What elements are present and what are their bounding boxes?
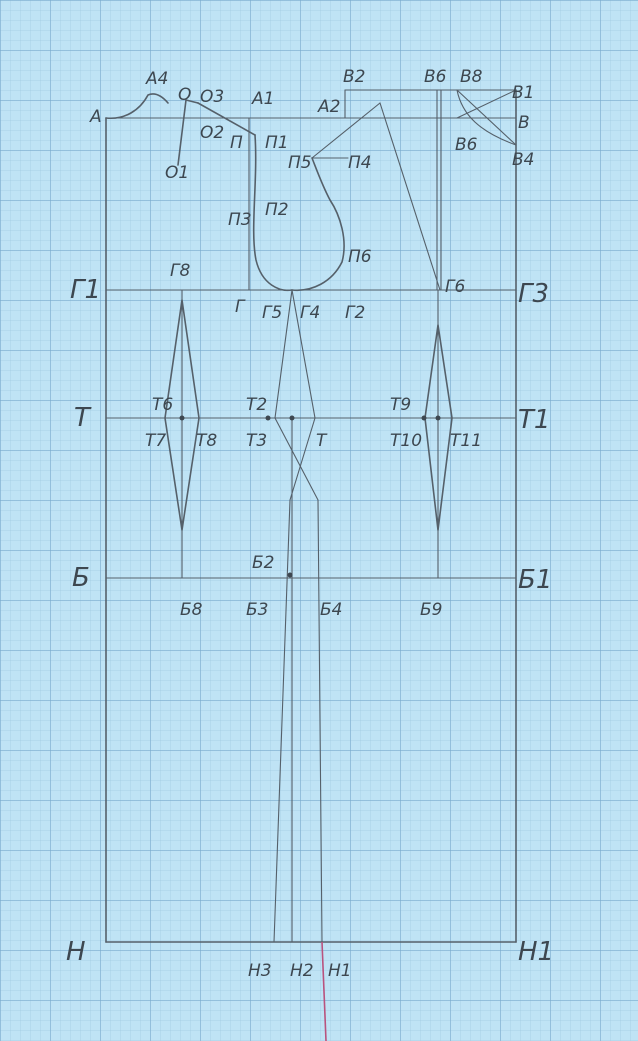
label-T8: Т8 (196, 431, 217, 451)
label-G3: Г3 (518, 279, 549, 309)
label-A: А (89, 107, 102, 127)
label-P6: П6 (348, 247, 372, 267)
label-Bb1: Б1 (518, 565, 552, 595)
label-A4: А4 (145, 69, 168, 89)
side-seams (273, 289, 327, 1041)
label-P4: П4 (348, 153, 372, 173)
label-P1: П1 (265, 133, 289, 153)
label-B2: В2 (343, 67, 365, 87)
label-B4: В4 (512, 150, 534, 170)
label-O2: О2 (200, 123, 224, 143)
label-H3: Н3 (248, 961, 272, 981)
top-lines (105, 89, 517, 291)
label-O: О (178, 85, 191, 105)
label-Bb4: Б4 (320, 600, 342, 620)
label-O3: О3 (200, 87, 224, 107)
label-P2: П2 (265, 200, 289, 220)
label-G8: Г8 (170, 261, 190, 281)
label-B6b: В6 (455, 135, 478, 155)
label-P: П (230, 133, 243, 153)
label-A2: А2 (317, 97, 340, 117)
label-T3: Т3 (246, 431, 267, 451)
label-G5: Г5 (262, 303, 282, 323)
label-T10: Т10 (390, 431, 422, 451)
label-B8: В8 (460, 67, 483, 87)
label-T2: Т2 (246, 395, 267, 415)
label-H1: Н1 (328, 961, 352, 981)
label-H2: Н2 (290, 961, 314, 981)
label-H1-right: Н1 (518, 937, 554, 967)
label-T7: Т7 (145, 431, 166, 451)
label-O1: О1 (165, 163, 189, 183)
label-A1: А1 (251, 89, 274, 109)
front-dart (424, 289, 453, 579)
label-Bb2: Б2 (252, 553, 274, 573)
label-G2: Г2 (345, 303, 365, 323)
outer-frame (105, 89, 517, 943)
label-T: Т (74, 403, 92, 433)
label-Tc: Т (316, 431, 328, 451)
label-G1: Г1 (70, 275, 101, 305)
neck-dart (177, 99, 199, 166)
label-Bb3: Б3 (246, 600, 268, 620)
armhole (252, 102, 441, 292)
front-lines (436, 89, 517, 291)
label-Bb: Б (72, 563, 90, 593)
level-lines (105, 289, 517, 579)
neckline-curve (105, 93, 169, 120)
label-T11: Т11 (450, 431, 482, 451)
label-B: В (518, 113, 530, 133)
label-T6: Т6 (152, 395, 173, 415)
label-P5: П5 (288, 153, 312, 173)
label-T1: Т1 (518, 405, 550, 435)
point-labels: А А4 О О3 О2 О1 А1 П П1 П2 П3 В2 А2 П5 П… (66, 67, 554, 981)
label-G: Г (235, 297, 246, 317)
label-B6: В6 (424, 67, 447, 87)
label-G4: Г4 (300, 303, 320, 323)
label-G6: Г6 (445, 277, 465, 297)
label-H: Н (66, 937, 86, 967)
label-T9: Т9 (390, 395, 411, 415)
shoulder-line (197, 102, 256, 136)
back-dart (164, 289, 200, 579)
label-B1: В1 (512, 83, 534, 103)
label-B8b: Б8 (180, 600, 203, 620)
label-P3: П3 (228, 210, 252, 230)
label-Bb9: Б9 (420, 600, 442, 620)
construction-dots (179, 415, 441, 578)
